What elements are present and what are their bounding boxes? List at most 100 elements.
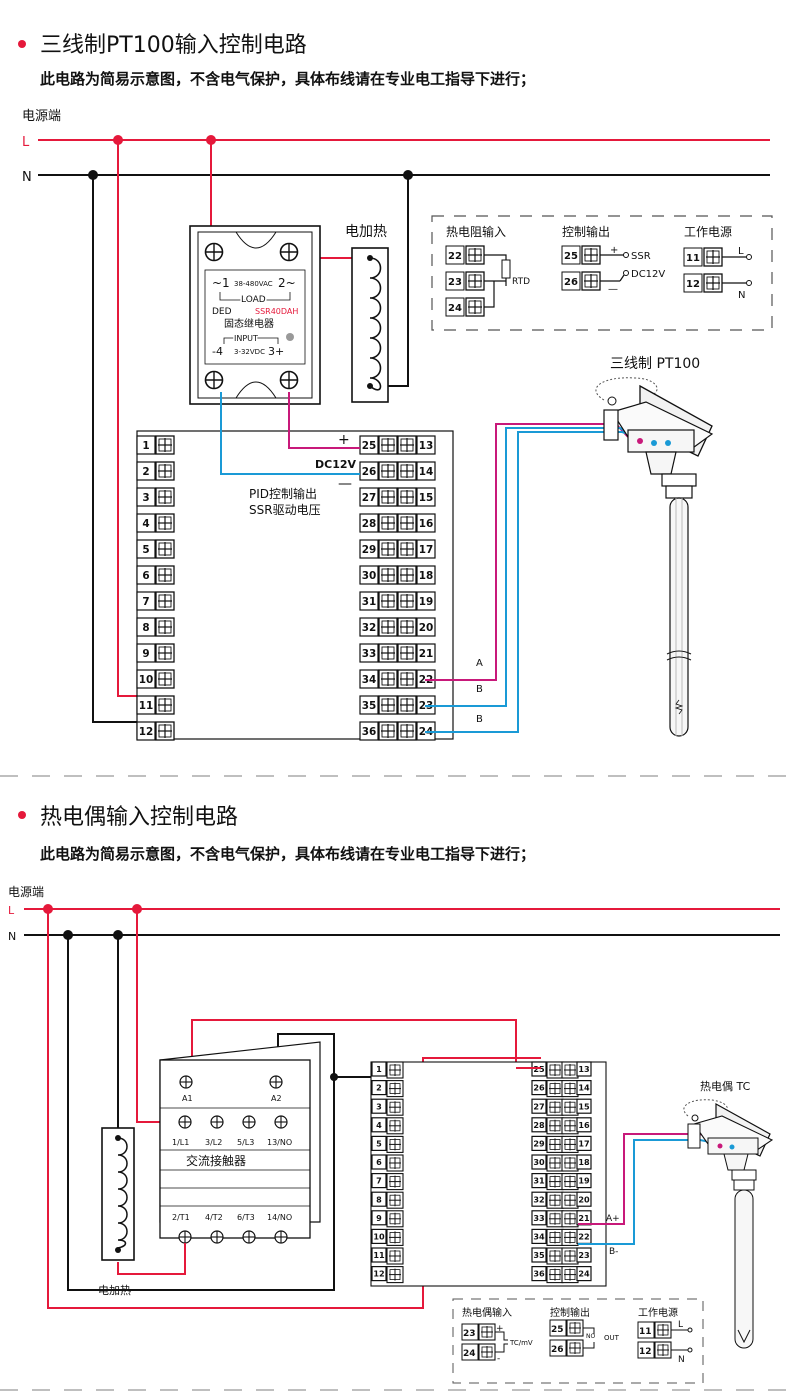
terminal-number: 5 <box>376 1138 382 1148</box>
legend-ssr-label: SSR <box>631 251 651 262</box>
terminal-number: 13 <box>419 440 434 452</box>
legend2-term-12: 12 <box>639 1347 652 1357</box>
ssr-name: 固态继电器 <box>224 317 274 330</box>
terminal-number: 35 <box>533 1250 545 1260</box>
terminal-number: 18 <box>419 570 434 582</box>
section1-line-L-label: L <box>22 135 30 150</box>
terminal-number: 15 <box>578 1101 590 1111</box>
terminal-number: 1 <box>142 440 149 452</box>
terminal-number: 16 <box>419 518 434 530</box>
terminal-number: 3 <box>376 1101 382 1111</box>
legend2-minus: - <box>497 1354 500 1364</box>
terminal-number: 29 <box>533 1138 545 1148</box>
contactor-3L2-label: 3/L2 <box>205 1138 222 1147</box>
section2-line-L-label: L <box>8 904 15 917</box>
contactor-A2-terminal <box>269 1075 283 1089</box>
terminal-number: 9 <box>142 648 149 660</box>
terminal-number: 21 <box>419 648 434 660</box>
ssr-plus-wire <box>288 392 360 449</box>
ssr-vdc: 3-32VDC <box>234 348 265 356</box>
legend-ctrl-title: 控制输出 <box>562 224 610 239</box>
legend-rtd-label: RTD <box>512 277 530 287</box>
terminal-number: 4 <box>376 1120 382 1130</box>
terminal-number: 18 <box>578 1157 590 1167</box>
terminal-number: 25 <box>362 440 377 452</box>
terminal-7: 7 <box>371 1172 404 1191</box>
legend-rtd-title: 热电阻输入 <box>446 224 506 239</box>
terminal-number: 28 <box>362 518 377 530</box>
junction-dot <box>88 170 98 180</box>
terminal-4: 4 <box>136 513 175 533</box>
legend-term-12: 12 <box>686 279 700 290</box>
contactor-6T3-label: 6/T3 <box>237 1213 255 1222</box>
terminal-number: 10 <box>139 674 154 686</box>
terminal-10: 10 <box>371 1228 404 1246</box>
neutral-to-term12-wire <box>92 175 137 723</box>
terminal-1: 1 <box>136 435 175 455</box>
section2: 热电偶输入控制电路 此电路为简易示意图，不含电气保护，具体布线请在专业电工指导下… <box>0 805 790 1391</box>
legend2-power-title: 工作电源 <box>638 1306 678 1319</box>
terminal-number: 29 <box>362 544 377 556</box>
heater-label: 电加热 <box>345 224 387 240</box>
junction-dot <box>43 904 53 914</box>
terminal-25: 25 13 <box>359 435 436 455</box>
dc12v-label: DC12V <box>315 458 357 471</box>
ac-contactor: A1 A2 1/L1 3/L2 5/L3 13/NO 交流接触器 2/T1 4/… <box>159 1041 321 1244</box>
section1-note: 此电路为简易示意图，不含电气保护，具体布线请在专业电工指导下进行； <box>40 70 535 88</box>
contactor-1L1-label: 1/L1 <box>172 1138 189 1147</box>
bullet-icon <box>18 811 26 819</box>
ssr-input-label: INPUT <box>234 334 258 343</box>
terminal-number: 23 <box>578 1250 589 1260</box>
terminal-number: 13 <box>578 1064 589 1074</box>
terminal-35: 35 23 <box>531 1247 592 1265</box>
bullet-icon <box>18 40 26 48</box>
terminal-4: 4 <box>371 1117 404 1135</box>
terminal-7: 7 <box>136 591 175 611</box>
terminal-number: 26 <box>533 1083 545 1093</box>
terminal-number: 12 <box>139 726 154 738</box>
legend2-term-26: 26 <box>551 1345 564 1355</box>
terminal-number: 36 <box>533 1269 545 1279</box>
wire-B2-label: B <box>476 714 483 725</box>
terminal-5: 5 <box>136 539 175 559</box>
heater2-label: 电加热 <box>98 1284 131 1297</box>
terminal-number: 25 <box>533 1064 545 1074</box>
terminal-number: 27 <box>362 492 377 504</box>
terminal-number: 11 <box>139 700 154 712</box>
heater-coil-icon <box>117 1137 128 1249</box>
legend-N: N <box>738 290 745 301</box>
live-to-term11-wire <box>117 140 137 697</box>
contactor-14NO-label: 14/NO <box>267 1213 292 1222</box>
terminal-number: 2 <box>376 1083 382 1093</box>
terminal-28: 28 16 <box>359 513 436 533</box>
section2-line-N-label: N <box>8 930 16 943</box>
wire-Aplus-label: A+ <box>606 1214 620 1224</box>
legend2-L: L <box>678 1320 683 1330</box>
junction-dot <box>113 135 123 145</box>
contactor-A2-label: A2 <box>271 1094 282 1103</box>
terminal-number: 33 <box>362 648 377 660</box>
terminal-11: 11 <box>136 695 175 715</box>
terminal-number: 16 <box>578 1120 590 1130</box>
wire-B1-label: B <box>476 684 483 695</box>
legend-dc-label: DC12V <box>631 269 665 280</box>
legend2-term-11: 11 <box>639 1327 652 1337</box>
terminal-number: 8 <box>142 622 149 634</box>
pt100-sensor-label: 三线制 PT100 <box>610 356 700 372</box>
thermocouple-sensor: 热电偶 TC <box>683 1080 774 1349</box>
terminal-number: 33 <box>533 1213 544 1223</box>
section2-power-label: 电源端 <box>8 885 44 899</box>
ssr-terminal-2 <box>279 242 299 262</box>
terminal-number: 26 <box>362 466 377 478</box>
contactor-2T1-label: 2/T1 <box>172 1213 190 1222</box>
terminal-number: 9 <box>376 1213 382 1223</box>
